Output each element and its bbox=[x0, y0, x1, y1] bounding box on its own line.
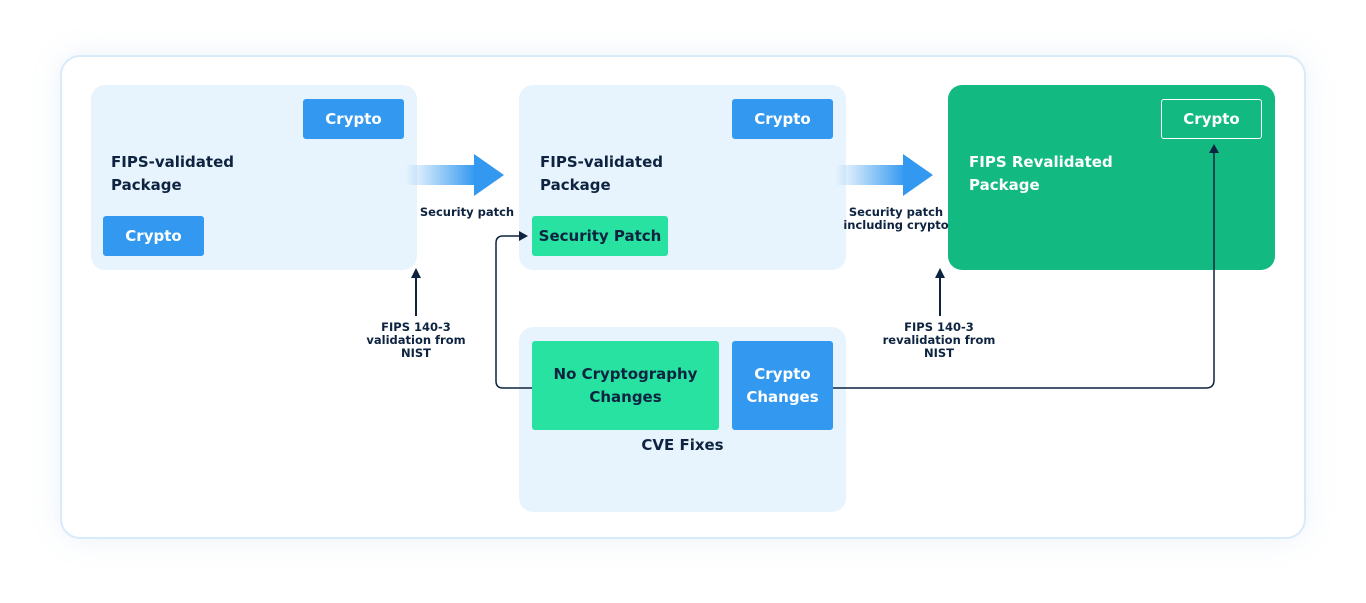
cve-fixes-label: CVE Fixes bbox=[641, 436, 724, 454]
panel-title: FIPS-validated Package bbox=[540, 153, 663, 194]
security-patch-arrow bbox=[405, 154, 504, 196]
panel-title: FIPS-validated Package bbox=[111, 153, 234, 194]
fips-validation-caption: FIPS 140-3 validation from NIST bbox=[366, 320, 466, 360]
no-crypto-to-patch-connector bbox=[495, 231, 532, 389]
crypto-box-bottom: Crypto bbox=[103, 216, 204, 256]
validation-arrow bbox=[411, 268, 421, 316]
security-patch-box: Security Patch bbox=[532, 216, 668, 256]
crypto-changes-box: Crypto Changes bbox=[732, 341, 833, 430]
revalidation-arrow bbox=[935, 268, 945, 316]
security-patch-crypto-arrow bbox=[835, 154, 933, 196]
security-patch-caption: Security patch bbox=[419, 205, 515, 219]
crypto-changes-to-revalidated-connector bbox=[833, 144, 1219, 389]
crypto-box: Crypto bbox=[732, 99, 833, 139]
crypto-box-top: Crypto bbox=[303, 99, 404, 139]
security-patch-crypto-caption: Security patch including crypto bbox=[843, 205, 949, 232]
crypto-box-outline: Crypto bbox=[1161, 99, 1262, 139]
no-cryptography-changes-box: No Cryptography Changes bbox=[532, 341, 719, 430]
panel-title: FIPS Revalidated Package bbox=[969, 153, 1113, 194]
fips-revalidation-caption: FIPS 140-3 revalidation from NIST bbox=[882, 320, 996, 360]
